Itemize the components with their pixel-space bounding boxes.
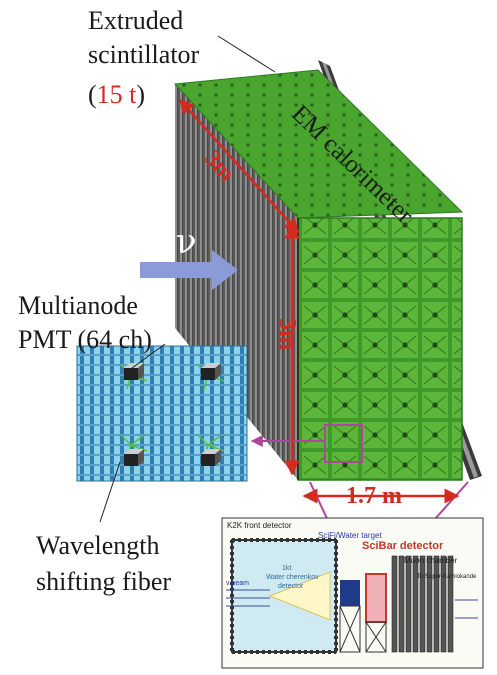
multianode-label-line1: Multianode (18, 291, 138, 320)
mass-paren-open: ( (88, 80, 97, 109)
inset-scifi-label: SciFi/Water target (318, 531, 382, 540)
inset-water-line2: Water cherenkov (266, 574, 319, 581)
pointer-pmt (127, 343, 166, 372)
highlight-box (324, 424, 363, 463)
mass-label: (15 t) (88, 80, 145, 110)
neutrino-symbol: ν (176, 222, 197, 262)
neutrino-arrow (140, 250, 238, 290)
inset-water-line3: detector (278, 583, 304, 590)
pmt-block (201, 363, 221, 380)
pointer-wls (99, 461, 121, 523)
pmt-block (201, 449, 221, 466)
multianode-label-line2: PMT (64 ch) (18, 325, 152, 354)
inset-beam-label: ν beam (226, 580, 249, 587)
extruded-label-line1: Extruded (88, 6, 184, 35)
wls-label-line2: shifting fiber (36, 567, 172, 596)
pmt-block (124, 449, 144, 466)
inset-muon-label: Muon chamber (404, 556, 458, 565)
dim-depth-arrow (179, 98, 299, 234)
extruded-label-line2: scintillator (88, 40, 200, 69)
dim-height-label: 3m (274, 318, 300, 350)
pmt-block (124, 363, 144, 380)
inset-title: K2K front detector (227, 521, 292, 530)
dim-width-label: 1.7 m (346, 483, 402, 509)
k2k-inset (221, 517, 484, 669)
wls-label-line1: Wavelength (36, 531, 160, 560)
mass-paren-close: ) (136, 80, 146, 109)
inset-to-sk-label: To Super-Kamiokande (417, 574, 477, 580)
inset-scibar-label: SciBar detector (362, 540, 444, 552)
zoom-panel (76, 345, 248, 482)
inset-water-line1: 1kt (282, 565, 292, 572)
mass-value: 15 t (96, 80, 137, 109)
pointer-extruded (217, 35, 276, 73)
